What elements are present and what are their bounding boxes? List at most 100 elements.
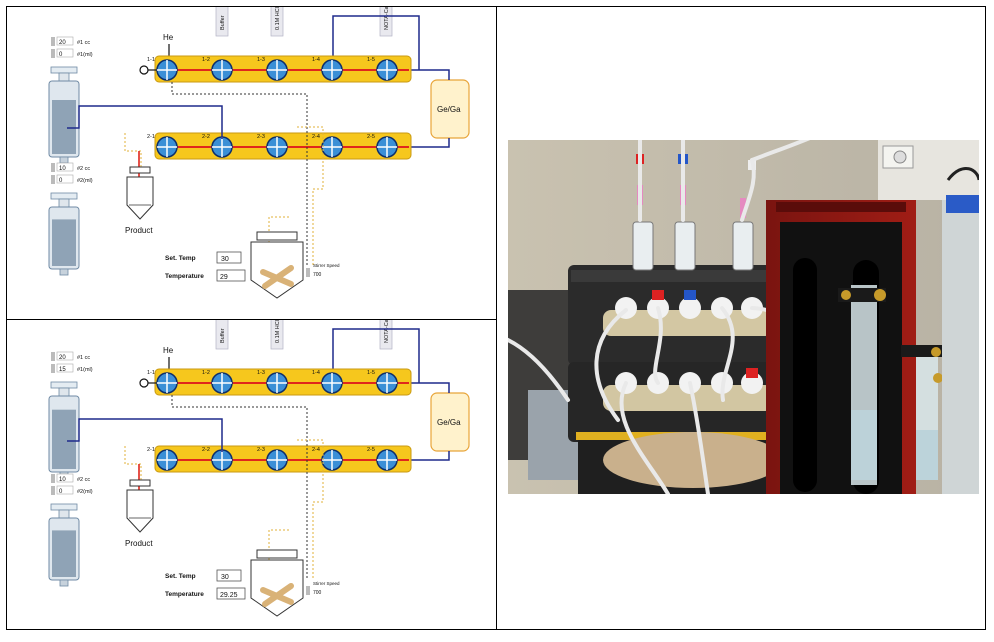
syringe-ml-value: 15 [59, 367, 66, 373]
syringe-fill [52, 100, 76, 154]
valve-row2: 2-5 [367, 447, 398, 471]
valve-label: 2-4 [312, 134, 320, 140]
reagent-label: Buffer [220, 15, 226, 30]
syringe-bottom-1: 20 #1 cc 15 #1(ml) [48, 351, 93, 479]
valve-label: 1-5 [367, 370, 375, 376]
temperature-value: 29 [220, 274, 228, 281]
stirrer-value: 700 [313, 590, 322, 596]
stirred-vessel [250, 231, 304, 299]
valve-row1: 1-4 [312, 57, 343, 81]
syringe-ml-unit: #2(ml) [77, 489, 93, 495]
reagent-tag [270, 7, 284, 37]
generator-label: Ge/Ga [437, 105, 461, 114]
valve-label: 2-1 [147, 134, 155, 140]
syringe-ml-value: 0 [59, 178, 63, 184]
valve-row1: 1-3 [257, 370, 288, 394]
syringe-top-2: 10#2 cc0#2(ml) [48, 162, 93, 276]
valve-label: 2-2 [202, 447, 210, 453]
valve-row1: 1-2 [202, 57, 233, 81]
syringe-ml-unit: #1(ml) [77, 367, 93, 373]
set-temp-field [216, 251, 242, 264]
syringe-cc-value: 10 [59, 477, 66, 483]
stir-bar-icon [260, 265, 294, 289]
generator-label: Ge/Ga [437, 418, 461, 427]
generator-box [430, 392, 470, 452]
gas-label: He [163, 346, 174, 355]
spinner-icon [306, 268, 310, 277]
reagent-label: NOTA-Cap [384, 7, 390, 30]
syringe-cc-unit: #2 cc [77, 477, 90, 483]
stirrer-label: Stirrer Speed [313, 263, 340, 268]
syringe-top-1: 20#1 cc0#1(ml) [48, 36, 93, 164]
tube-top-loop [332, 328, 420, 383]
reagent-label: Buffer [220, 328, 226, 343]
reagent-tag [270, 320, 284, 350]
valve-label: 1-4 [312, 57, 320, 63]
syringe-fill [52, 530, 76, 577]
valve-label: 2-1 [147, 447, 155, 453]
valve-row1: 1-2 [202, 370, 233, 394]
valve-label: 1-4 [312, 370, 320, 376]
valve-row2: 2-3 [257, 134, 288, 158]
syringe-cc-unit: #2 cc [77, 166, 90, 172]
syringe-ml-unit: #2(ml) [77, 178, 93, 184]
apparatus-photo-svg [508, 140, 979, 494]
dotted-line [171, 395, 308, 580]
reagent-label: 0.1M HCl [275, 7, 281, 30]
temperature-label: Temperature [165, 273, 204, 280]
valve-row1: 1-1 [147, 370, 178, 394]
tube-syringe [67, 105, 223, 139]
valve-row2: 2-3 [257, 447, 288, 471]
stirred-vessel [250, 549, 304, 617]
valve-label: 1-3 [257, 370, 265, 376]
syringe-cc-unit: #1 cc [77, 355, 90, 361]
temperature-value: 29.25 [220, 592, 238, 599]
photo-vials [632, 154, 756, 271]
spinner-icon [51, 163, 55, 172]
tube-generator [410, 382, 450, 461]
tube-generator [410, 69, 450, 148]
product-vial [126, 166, 154, 220]
temperature-field [216, 587, 246, 600]
tube-top-loop [332, 15, 420, 70]
syringe-bottom-2: 10 #2 cc 0 #2(ml) [48, 473, 93, 587]
valve-row2: 2-1 [147, 134, 178, 158]
gas-label: He [163, 33, 174, 42]
syringe-cc-value: 20 [59, 40, 66, 46]
spinner-icon [51, 486, 55, 495]
valve-label: 1-1 [147, 370, 155, 376]
stir-bar-icon [260, 583, 294, 607]
valve-row2: 2-4 [312, 447, 343, 471]
valve-row2: 2-4 [312, 134, 343, 158]
syringe-ml-value: 0 [59, 489, 63, 495]
spinner-icon [51, 474, 55, 483]
reagent-tag [215, 320, 229, 350]
valve-label: 2-5 [367, 134, 375, 140]
spinner-icon [51, 175, 55, 184]
set-temp-label: Set. Temp [165, 573, 196, 580]
temperature-label: Temperature [165, 591, 204, 598]
set-temp-field [216, 569, 242, 582]
valve-row2: 2-1 [147, 447, 178, 471]
set-temp-value: 30 [221, 574, 229, 581]
syringe-cc-value: 20 [59, 355, 66, 361]
valve-label: 1-1 [147, 57, 155, 63]
valve-label: 2-5 [367, 447, 375, 453]
stirrer-value: 700 [313, 272, 322, 278]
set-temp-label: Set. Temp [165, 255, 196, 262]
valve-label: 1-2 [202, 57, 210, 63]
spinner-icon [306, 586, 310, 595]
valve-row1: 1-3 [257, 57, 288, 81]
generator-box [430, 79, 470, 139]
spinner-icon [51, 49, 55, 58]
valve-row1: 1-4 [312, 370, 343, 394]
tube-syringe [67, 418, 223, 452]
valve-row1: 1-1 [147, 57, 178, 81]
valve-label: 2-3 [257, 447, 265, 453]
valve-label: 2-4 [312, 447, 320, 453]
stirrer-label: Stirrer Speed [313, 581, 340, 586]
valve-label: 1-3 [257, 57, 265, 63]
